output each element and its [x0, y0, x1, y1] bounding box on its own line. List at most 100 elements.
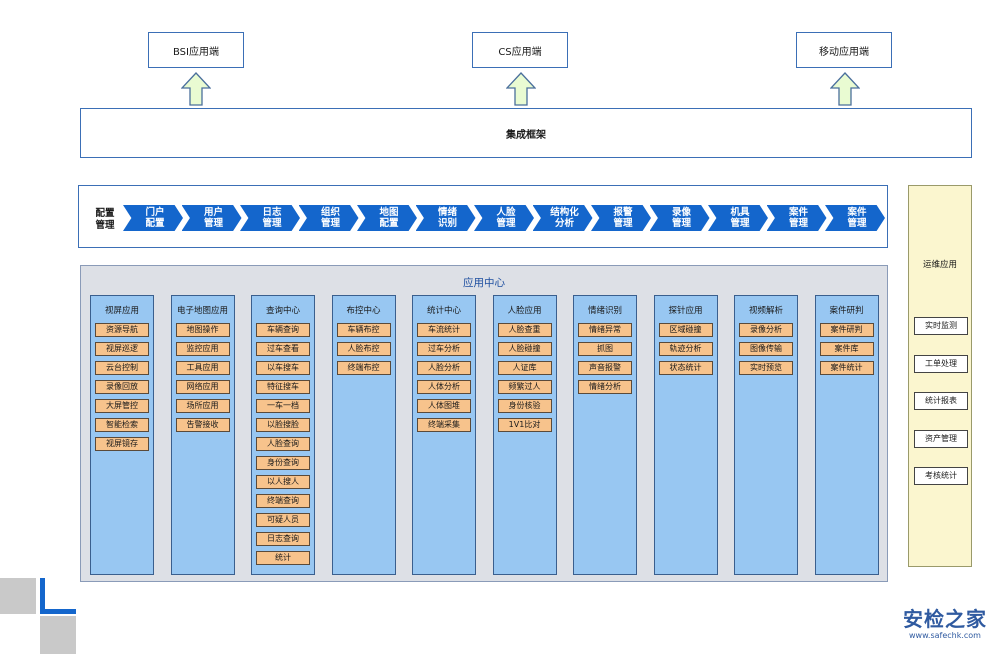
- application-column-6: 情绪识别情绪异常抓图声音报警情绪分析: [573, 295, 637, 575]
- application-item: 人脸查重: [497, 323, 552, 337]
- config-chevron-7: 结构化分析: [532, 205, 593, 231]
- application-item: 车辆布控: [336, 323, 391, 337]
- application-item: 频繁过人: [497, 380, 552, 394]
- config-chevron-line1: 案件: [788, 207, 808, 218]
- application-item: 以脸搜脸: [256, 418, 310, 432]
- application-column-0: 视屏应用资源导航视屏巡逻云台控制录像回放大屏管控智能检索视屏镜存: [90, 295, 154, 575]
- watermark-url: www.safechk.com: [909, 631, 981, 640]
- application-item: 终端查询: [256, 494, 310, 508]
- ops-item: 考核统计: [914, 467, 968, 485]
- config-chevron-line2: 管理: [613, 218, 633, 229]
- config-chevron-label: 报警管理: [613, 207, 632, 229]
- config-chevron-line2: 管理: [262, 218, 282, 229]
- config-chevron-label: 录像管理: [672, 207, 691, 229]
- config-chevron-label: 组织管理: [321, 207, 340, 229]
- ops-item: 工单处理: [914, 354, 968, 373]
- application-column-1: 电子地图应用地图操作监控应用工具应用网络应用场所应用告警接收: [170, 295, 235, 575]
- application-item: 可疑人员: [256, 513, 310, 527]
- decorative-corner-vertical: [40, 578, 45, 614]
- client-box-mobile: 移动应用端: [796, 32, 892, 68]
- config-chevron-label: 日志管理: [262, 207, 281, 229]
- decorative-block: [40, 616, 76, 654]
- application-item: 人脸查询: [256, 437, 310, 451]
- application-item: 录像回放: [95, 380, 149, 394]
- application-item: 图像传输: [739, 342, 793, 356]
- config-chevron-5: 情绪识别: [415, 205, 476, 231]
- application-item: 身份查询: [256, 456, 310, 470]
- application-item: 情绪异常: [578, 323, 632, 337]
- up-arrow-icon: [830, 72, 860, 106]
- application-column-title: 情绪识别: [587, 306, 622, 316]
- config-chevron-label: 机具管理: [730, 207, 749, 229]
- watermark-logo: 安检之家: [903, 607, 987, 631]
- application-item: 大屏管控: [95, 399, 149, 413]
- application-column-2: 查询中心车辆查询过车查看以车搜车特征搜车一车一档以脸搜脸人脸查询身份查询以人搜人…: [251, 295, 315, 575]
- config-chevron-6: 人脸管理: [474, 205, 534, 231]
- client-box-bsi: BSI应用端: [148, 32, 244, 68]
- application-item: 实时预览: [739, 361, 793, 375]
- application-column-title: 统计中心: [426, 306, 461, 316]
- config-chevron-0: 门户配置: [123, 205, 183, 231]
- config-chevron-line2: 管理: [320, 218, 340, 229]
- application-item: 情绪分析: [578, 380, 632, 394]
- config-chevron-line2: 配置: [379, 218, 399, 229]
- config-chevron-label: 用户管理: [204, 207, 223, 229]
- application-center-panel: 应用中心 视屏应用资源导航视屏巡逻云台控制录像回放大屏管控智能检索视屏镜存电子地…: [80, 265, 888, 582]
- application-column-title: 探针应用: [668, 306, 703, 316]
- application-item: 视屏巡逻: [95, 342, 149, 356]
- ops-item: 统计报表: [914, 392, 968, 410]
- application-column-title: 人脸应用: [507, 306, 542, 316]
- application-item: 一车一档: [256, 399, 310, 413]
- application-column-title: 视频解析: [748, 306, 783, 316]
- ops-item: 实时监测: [914, 317, 968, 335]
- config-chevron-line1: 用户: [203, 207, 223, 218]
- application-item: 人证库: [497, 361, 552, 375]
- ops-item: 资产管理: [914, 429, 968, 448]
- config-chevron-2: 日志管理: [240, 205, 300, 231]
- application-item: 监控应用: [175, 342, 230, 356]
- application-item: 人体分析: [417, 380, 471, 394]
- application-item: 人脸布控: [336, 342, 391, 356]
- up-arrow-icon: [506, 72, 536, 106]
- config-chevron-label: 门户配置: [145, 207, 164, 229]
- application-column-title: 布控中心: [346, 306, 381, 316]
- application-item: 声音报警: [578, 361, 632, 375]
- config-chevron-10: 机具管理: [708, 205, 768, 231]
- application-column-title: 视屏应用: [104, 306, 139, 316]
- application-column-9: 案件研判案件研判案件库案件统计: [814, 295, 879, 575]
- config-chevron-line1: 人脸: [496, 207, 516, 218]
- application-item: 录像分析: [739, 323, 793, 337]
- application-item: 工具应用: [175, 361, 230, 375]
- application-item: 告警接收: [175, 418, 230, 432]
- config-chevron-line2: 管理: [788, 218, 808, 229]
- application-item: 案件统计: [819, 361, 874, 375]
- ops-application-title: 运维应用: [922, 260, 957, 270]
- application-item: 日志查询: [256, 532, 310, 546]
- application-item: 人脸碰撞: [497, 342, 552, 356]
- application-item: 车流统计: [417, 323, 471, 337]
- application-column-title: 案件研判: [829, 306, 864, 316]
- config-chevron-line2: 管理: [730, 218, 750, 229]
- config-chevron-3: 组织管理: [298, 205, 359, 231]
- config-chevron-line1: 地图: [379, 207, 399, 218]
- config-chevron-label: 情绪识别: [438, 207, 457, 229]
- application-item: 区域碰撞: [658, 323, 713, 337]
- config-chevron-label: 结构化分析: [550, 207, 579, 229]
- config-management-bar: 配置管理 门户配置用户管理日志管理组织管理地图配置情绪识别人脸管理结构化分析报警…: [78, 185, 888, 248]
- config-chevron-line1: 机具: [730, 207, 750, 218]
- config-chevron-9: 录像管理: [649, 205, 710, 231]
- application-item: 资源导航: [95, 323, 149, 337]
- config-chevron-line1: 报警: [613, 207, 633, 218]
- application-item: 智能检索: [95, 418, 149, 432]
- application-column-title: 电子地图应用: [176, 306, 228, 316]
- config-chevron-line1: 组织: [320, 207, 340, 218]
- config-chevron-line2: 管理: [496, 218, 516, 229]
- config-chevron-line2: 管理: [847, 218, 867, 229]
- application-item: 场所应用: [175, 399, 230, 413]
- application-column-title: 查询中心: [265, 306, 300, 316]
- application-item: 1V1比对: [497, 418, 552, 432]
- application-column-3: 布控中心车辆布控人脸布控终端布控: [331, 295, 396, 575]
- config-chevron-11: 案件管理: [766, 205, 827, 231]
- application-item: 统计: [256, 551, 310, 565]
